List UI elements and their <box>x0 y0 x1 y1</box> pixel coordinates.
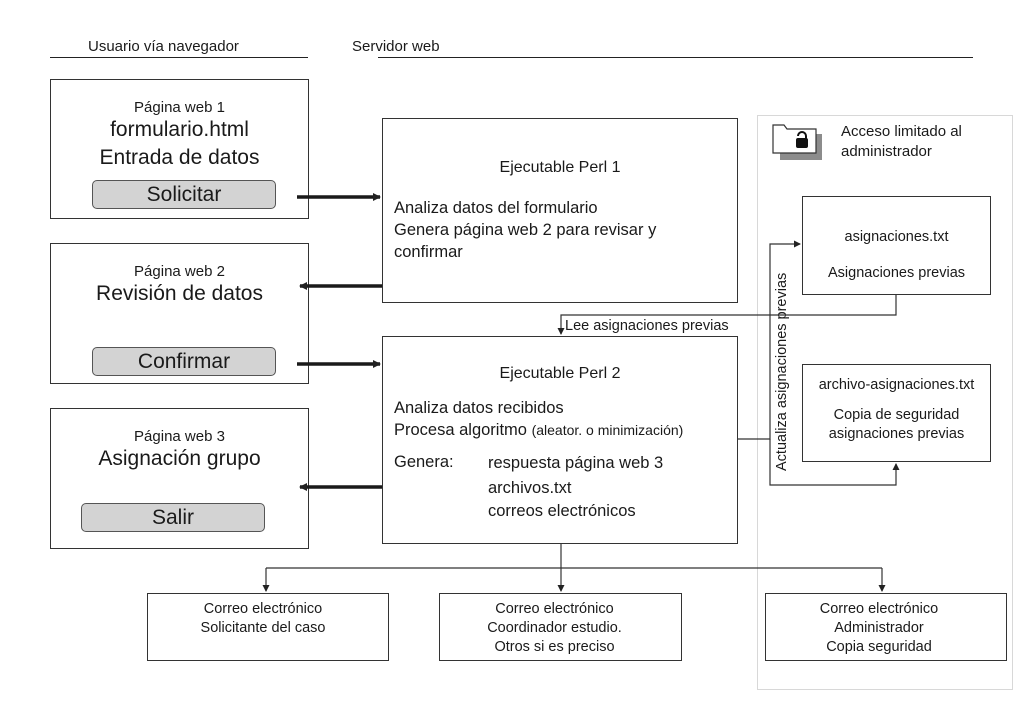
perl-1-description: Analiza datos del formulario Genera pági… <box>383 197 737 263</box>
perl-2-line-main: Procesa algoritmo <box>394 421 527 439</box>
email-coordinator-box: Correo electrónico Coordinador estudio. … <box>439 593 682 661</box>
file-desc-line: asignaciones previas <box>828 426 965 442</box>
asignaciones-file-box: asignaciones.txt Asignaciones previas <box>802 196 991 295</box>
perl-1-line: Analiza datos del formulario <box>394 199 598 217</box>
perl-2-line: Analiza datos recibidos <box>394 399 564 417</box>
admin-label-line: Acceso limitado al <box>841 123 962 140</box>
archivo-asignaciones-file-name: archivo-asignaciones.txt <box>818 377 975 393</box>
salir-button[interactable]: Salir <box>81 503 265 532</box>
perl-2-line-note: (aleator. o minimización) <box>531 422 684 438</box>
locked-folder-icon <box>772 122 824 162</box>
perl-1-title: Ejecutable Perl 1 <box>499 159 621 176</box>
email-coordinator-text: Correo electrónico Coordinador estudio. … <box>440 600 669 657</box>
perl-1-line: confirmar <box>394 243 463 261</box>
perl-executable-2-box: Ejecutable Perl 2 Analiza datos recibido… <box>382 336 738 544</box>
email-line: Otros si es preciso <box>494 639 615 655</box>
email-line: Coordinador estudio. <box>487 620 622 636</box>
reads-previous-label: Lee asignaciones previas <box>565 318 729 334</box>
perl-2-description: Analiza datos recibidos Procesa algoritm… <box>383 397 737 441</box>
genera-item: respuesta página web 3 <box>488 454 664 472</box>
web-page-1-title: formulario.html <box>110 118 249 141</box>
web-page-1-subtitle: Página web 1 <box>134 99 225 116</box>
client-column-header: Usuario vía navegador <box>88 38 239 55</box>
server-column-header: Servidor web <box>352 38 440 55</box>
email-line: Correo electrónico <box>495 601 614 617</box>
updates-previous-label: Actualiza asignaciones previas <box>774 272 790 471</box>
web-page-3-subtitle: Página web 3 <box>134 428 225 445</box>
web-page-2-title: Revisión de datos <box>96 282 263 305</box>
email-line: Correo electrónico <box>819 601 939 617</box>
email-line: Solicitante del caso <box>200 620 326 636</box>
genera-item: correos electrónicos <box>488 502 636 520</box>
admin-access-label: Acceso limitado al administrador <box>841 122 962 162</box>
confirmar-button[interactable]: Confirmar <box>92 347 276 376</box>
genera-item: archivos.txt <box>488 479 572 497</box>
archivo-asignaciones-file-box: archivo-asignaciones.txt Copia de seguri… <box>802 364 991 462</box>
perl-executable-1-box: Ejecutable Perl 1 Analiza datos del form… <box>382 118 738 303</box>
perl-2-line: Procesa algoritmo (aleator. o minimizaci… <box>394 419 737 441</box>
perl-2-title: Ejecutable Perl 2 <box>499 365 621 382</box>
web-page-2-subtitle: Página web 2 <box>134 263 225 280</box>
server-header-rule <box>378 57 973 58</box>
perl-1-line: Genera página web 2 para revisar y <box>394 221 657 239</box>
asignaciones-file-name: asignaciones.txt <box>844 229 949 245</box>
email-line: Correo electrónico <box>203 601 323 617</box>
archivo-asignaciones-file-desc: Copia de seguridad asignaciones previas <box>803 406 990 444</box>
web-page-1-title-2: Entrada de datos <box>99 146 260 169</box>
solicitar-button[interactable]: Solicitar <box>92 180 276 209</box>
web-page-3-title: Asignación grupo <box>98 447 261 470</box>
email-admin-box: Correo electrónico Administrador Copia s… <box>765 593 1007 661</box>
email-requester-text: Correo electrónico Solicitante del caso <box>148 600 378 638</box>
email-line: Administrador <box>834 620 924 636</box>
client-header-rule <box>50 57 308 58</box>
email-line: Copia seguridad <box>826 639 932 655</box>
perl-2-generates: Genera: respuesta página web 3 archivos.… <box>383 451 737 524</box>
admin-label-line: administrador <box>841 143 932 160</box>
email-admin-text: Correo electrónico Administrador Copia s… <box>766 600 992 657</box>
genera-label: Genera: <box>394 453 454 471</box>
file-desc-line: Copia de seguridad <box>833 407 960 423</box>
email-requester-box: Correo electrónico Solicitante del caso <box>147 593 389 661</box>
asignaciones-file-desc: Asignaciones previas <box>827 265 966 281</box>
